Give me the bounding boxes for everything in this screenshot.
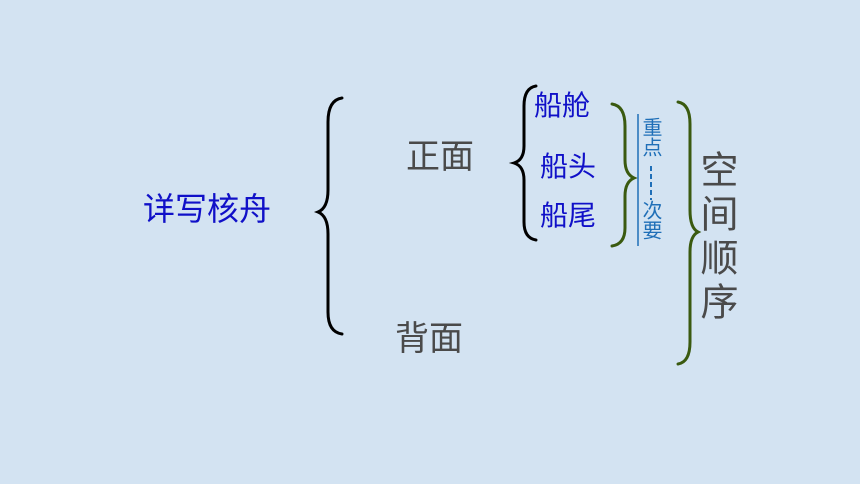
part-cabin: 船舱 — [534, 89, 591, 122]
order-right-brace — [676, 100, 702, 366]
front-label: 正面 — [406, 137, 474, 177]
order-label-wrap: 空间顺序 — [694, 150, 738, 326]
front-parts-brace — [508, 84, 538, 242]
importance-top: 重点 — [639, 117, 663, 157]
green-right-brace — [610, 102, 638, 248]
importance-bottom-label: 次要 — [639, 200, 663, 240]
order-label: 空间顺序 — [694, 150, 738, 326]
part-bow: 船头 — [540, 150, 597, 183]
importance-top-label: 重点 — [639, 117, 663, 157]
part-stern: 船尾 — [540, 199, 597, 232]
back-label: 背面 — [395, 319, 463, 359]
main-left-brace — [313, 96, 344, 336]
root-label: 详写核舟 — [143, 190, 272, 228]
importance-bottom: 次要 — [639, 200, 663, 240]
